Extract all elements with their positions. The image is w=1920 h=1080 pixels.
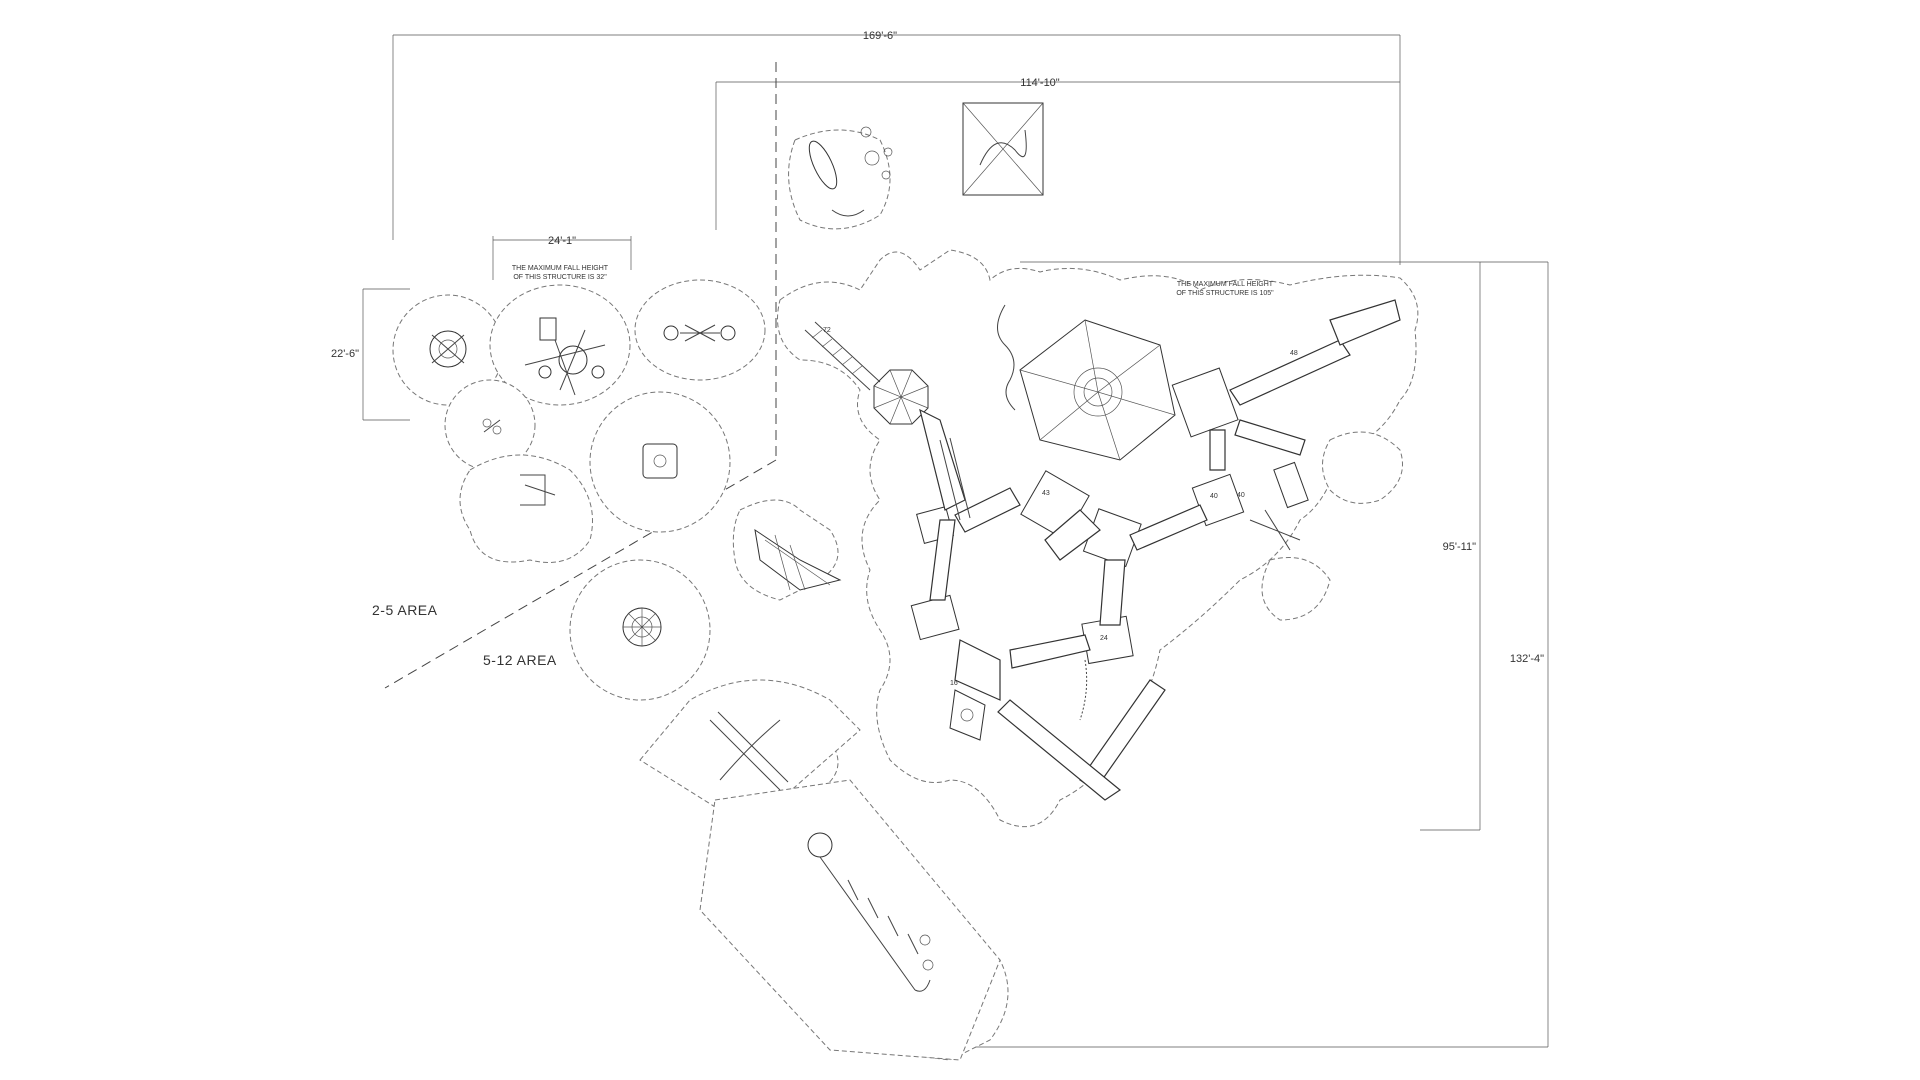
fall-height-large-line1: THE MAXIMUM FALL HEIGHT xyxy=(1177,281,1274,288)
deck-height-label: 40 xyxy=(1210,493,1218,500)
slide-icon xyxy=(1329,299,1401,346)
fall-height-large-line2: OF THIS STRUCTURE IS 105" xyxy=(1176,290,1274,297)
school-age-area-label: 5-12 AREA xyxy=(483,652,557,668)
upper-elements xyxy=(788,102,1044,230)
tot-height-label: 22'-6" xyxy=(331,348,359,360)
dimension-lines: 169'-6" 114'-10" 95'-11" 132'-4" 24'-1" … xyxy=(331,30,1549,1048)
toddler-zones xyxy=(392,279,766,563)
fall-height-small-line1: THE MAXIMUM FALL HEIGHT xyxy=(512,265,609,272)
inner-height-label: 95'-11" xyxy=(1443,541,1476,553)
fall-height-note-small: THE MAXIMUM FALL HEIGHT OF THIS STRUCTUR… xyxy=(512,265,609,281)
fall-height-small-line2: OF THIS STRUCTURE IS 32" xyxy=(513,274,607,281)
deck-height-label: 16 xyxy=(950,680,958,687)
deck-height-label: 43 xyxy=(1042,490,1050,497)
right-elements xyxy=(1249,431,1403,621)
deck-height-label: 40 xyxy=(1237,492,1245,499)
toddler-area-label: 2-5 AREA xyxy=(372,602,438,618)
deck-height-label: 72 xyxy=(823,327,831,334)
deck-height-labels: 72 48 40 24 16 43 40 xyxy=(823,327,1298,687)
upper-width-label: 114'-10" xyxy=(1020,77,1060,89)
tot-width-label: 24'-1" xyxy=(548,235,576,247)
toddler-equipment xyxy=(429,317,736,506)
overall-width-label: 169'-6" xyxy=(863,30,897,42)
main-structure: THE MAXIMUM FALL HEIGHT OF THIS STRUCTUR… xyxy=(754,281,1401,801)
deck-height-label: 24 xyxy=(1100,635,1108,642)
deck-height-label: 48 xyxy=(1290,350,1298,357)
area-divider: 2-5 AREA 5-12 AREA xyxy=(372,62,777,689)
outer-height-label: 132'-4" xyxy=(1510,653,1544,665)
lower-left-elements xyxy=(569,559,1001,1061)
